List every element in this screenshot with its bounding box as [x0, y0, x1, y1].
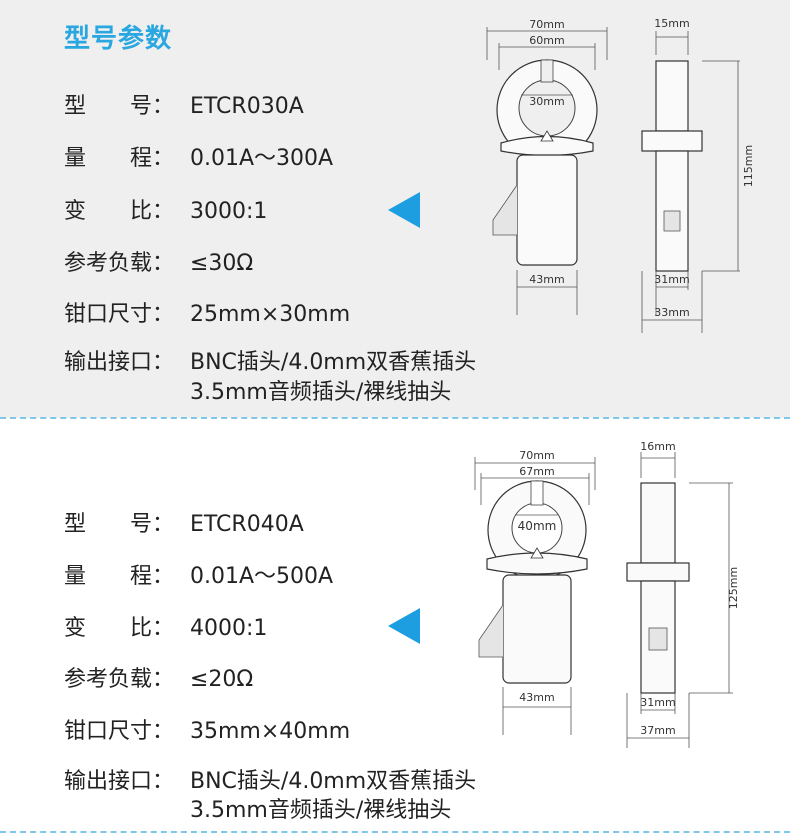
range-row: 量 程： 0.01A～500A	[64, 558, 333, 590]
range-label: 量 程：	[64, 146, 175, 171]
spec-panel-etcr030a: 型号参数 型 号： ETCR030A 量 程： 0.01A～300A 变 比： 300…	[0, 0, 790, 418]
load-label: 参考负载：	[64, 251, 175, 276]
output-value-line2: 3.5mm音频插头/裸线抽头	[190, 380, 452, 405]
output-label: 输出接口：	[64, 769, 175, 794]
jaw-size-value: 25mm×30mm	[190, 302, 351, 327]
output-row: 输出接口： BNC插头/4.0mm双香蕉插头	[64, 344, 476, 376]
left-triangle-arrow-icon	[388, 192, 420, 228]
range-label: 量 程：	[64, 564, 175, 589]
model-row: 型 号： ETCR040A	[64, 506, 304, 538]
outer-width-dim: 70mm	[519, 449, 554, 462]
clamp-side-view-drawing: 15mm 115mm 31mm 33mm	[641, 17, 755, 333]
jaw-diameter-dim: 40mm	[518, 519, 557, 533]
height-dim: 125mm	[727, 567, 740, 609]
jaw-size-row: 钳口尺寸： 25mm×30mm	[64, 296, 350, 328]
section-divider	[0, 831, 790, 833]
output-label: 输出接口：	[64, 350, 175, 375]
warning-triangle-icon	[540, 130, 554, 142]
height-dim: 115mm	[742, 145, 755, 187]
inner-width-dim: 67mm	[519, 465, 554, 478]
range-value: 0.01A～300A	[190, 146, 334, 171]
jaw-diameter-dim: 30mm	[529, 95, 564, 108]
side-width-a-dim: 31mm	[640, 696, 675, 709]
thickness-dim: 16mm	[640, 440, 675, 453]
thickness-dim: 15mm	[654, 17, 689, 30]
side-width-b-dim: 33mm	[654, 306, 689, 319]
model-value: ETCR030A	[190, 94, 304, 119]
load-row: 参考负载： ≤30Ω	[64, 245, 253, 277]
range-value: 0.01A～500A	[190, 564, 334, 589]
warning-triangle-icon	[530, 547, 544, 559]
side-width-b-dim: 37mm	[640, 724, 675, 737]
inner-width-dim: 60mm	[529, 34, 564, 47]
jaw-size-value: 35mm×40mm	[190, 719, 351, 744]
outer-width-dim: 70mm	[529, 18, 564, 31]
spec-panel-etcr040a: 型 号： ETCR040A 量 程： 0.01A～500A 变 比： 4000:1 参…	[0, 420, 790, 835]
jaw-size-label: 钳口尺寸：	[64, 302, 175, 327]
jaw-size-row: 钳口尺寸： 35mm×40mm	[64, 713, 350, 745]
clamp-front-view-drawing: 70mm 60mm 30mm 43mm	[486, 18, 608, 315]
ratio-value: 4000:1	[190, 616, 268, 641]
output-value-line1: BNC插头/4.0mm双香蕉插头	[190, 350, 477, 375]
clamp-side-view-drawing: 16mm 125mm 31mm 37mm	[626, 440, 740, 748]
model-value: ETCR040A	[190, 512, 304, 537]
load-row: 参考负载： ≤20Ω	[64, 661, 253, 693]
jaw-size-label: 钳口尺寸：	[64, 719, 175, 744]
body-width-dim: 43mm	[519, 691, 554, 704]
range-row: 量 程： 0.01A～300A	[64, 140, 333, 172]
section-title: 型号参数	[64, 24, 173, 54]
output-value-line2: 3.5mm音频插头/裸线抽头	[190, 798, 452, 823]
ratio-label: 变 比：	[64, 199, 175, 224]
left-triangle-arrow-icon	[388, 608, 420, 644]
ratio-row: 变 比： 4000:1	[64, 610, 267, 642]
side-width-a-dim: 31mm	[654, 273, 689, 286]
section-divider	[0, 417, 790, 419]
model-row: 型 号： ETCR030A	[64, 88, 304, 120]
body-width-dim: 43mm	[529, 273, 564, 286]
clamp-front-view-drawing: 70mm 67mm 40mm 43mm	[474, 449, 596, 735]
load-value: ≤20Ω	[190, 667, 254, 692]
model-label: 型 号：	[64, 512, 175, 537]
ratio-label: 变 比：	[64, 616, 175, 641]
load-label: 参考负载：	[64, 667, 175, 692]
output-value-line1: BNC插头/4.0mm双香蕉插头	[190, 769, 477, 794]
ratio-value: 3000:1	[190, 199, 268, 224]
output-row: 输出接口： BNC插头/4.0mm双香蕉插头	[64, 763, 476, 795]
load-value: ≤30Ω	[190, 251, 254, 276]
model-label: 型 号：	[64, 94, 175, 119]
ratio-row: 变 比： 3000:1	[64, 193, 267, 225]
